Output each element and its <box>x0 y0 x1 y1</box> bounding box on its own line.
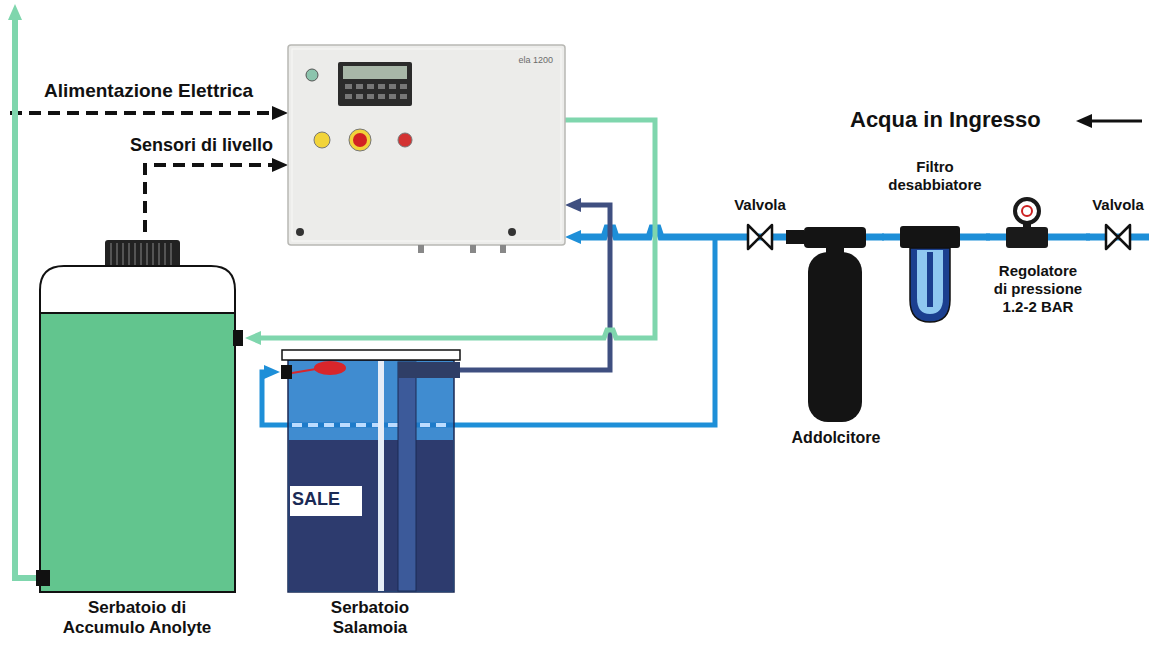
anolyte-tank-body <box>40 313 235 592</box>
softener-head <box>804 227 866 248</box>
valve: Valvola <box>732 196 788 252</box>
brine-tank-lid <box>282 350 460 360</box>
brine-inlet-nozzle <box>281 365 292 379</box>
keypad-key <box>367 94 374 99</box>
tank-cap <box>40 266 235 315</box>
filter-bowl-inner <box>917 250 943 314</box>
softener-vessel <box>808 252 862 422</box>
filter-bowl <box>910 248 950 322</box>
brine-outlet-pipe <box>398 362 460 378</box>
valve-label: Valvola <box>1090 196 1146 214</box>
display-unit <box>338 62 412 106</box>
suction-tube <box>398 362 416 591</box>
alarm-lamp <box>398 133 412 147</box>
anolyte-tank: Serbatoio di Accumulo Anolyte <box>30 232 245 648</box>
panel-housing <box>288 45 565 245</box>
anolyte-outlet-line <box>15 18 40 578</box>
filter-head <box>900 226 960 248</box>
power-supply-label: Alimentazione Elettrica <box>44 80 253 103</box>
water-inlet-label: Acqua in Ingresso <box>850 107 1041 133</box>
brine-solution <box>289 440 453 591</box>
keypad-key <box>367 84 374 89</box>
panel-bevel <box>292 49 561 241</box>
salt-label: SALE <box>292 488 356 510</box>
keypad-key <box>378 84 385 89</box>
keypad-key <box>356 94 363 99</box>
tank-inlet-nozzle <box>233 330 243 346</box>
emergency-stop-ring <box>349 129 371 151</box>
tank-outlet-nozzle <box>36 570 50 586</box>
grip-ridges <box>111 243 171 265</box>
keypad-key <box>400 94 407 99</box>
inlet-arrow <box>1090 120 1142 123</box>
start-button <box>314 132 330 148</box>
tank-caption: Serbatoio Salamoia <box>310 598 430 638</box>
model-label: ela 1200 <box>483 55 553 66</box>
panel-screw <box>508 228 516 236</box>
keypad-key <box>378 94 385 99</box>
power-lamp <box>306 69 318 81</box>
pipe-coupling <box>786 230 804 244</box>
softener-label: Addolcitore <box>790 428 882 448</box>
water-softener: Addolcitore <box>790 222 882 456</box>
regulator-body <box>1006 227 1048 248</box>
edge-label: Sensori di livello <box>128 135 275 157</box>
keypad-key <box>400 84 407 89</box>
keypad-key <box>389 94 396 99</box>
valve: Valvola <box>1090 196 1146 252</box>
float-arm <box>292 369 316 373</box>
regulator-label: Regolatore di pressione 1.2-2 BAR <box>992 262 1084 316</box>
hidden-pipe <box>292 423 452 427</box>
brine-tank: SALE Serbatoio Salamoia <box>280 348 460 648</box>
power-line <box>10 111 274 115</box>
sand-filter: Filtro desabbiatore <box>884 158 986 325</box>
keypad-key <box>356 84 363 89</box>
cable-gland <box>470 245 476 253</box>
float-valve <box>314 361 346 375</box>
cable-gland <box>500 245 506 253</box>
valve-label: Valvola <box>732 196 788 214</box>
control-panel: ela 1200 <box>288 45 565 245</box>
display-screen <box>343 66 407 79</box>
cable-gland <box>418 245 424 253</box>
hidden-pipe <box>292 423 452 427</box>
keypad-key <box>345 84 352 89</box>
emergency-stop-button <box>353 133 367 147</box>
tank-partition <box>378 361 384 591</box>
pressure-gauge <box>1015 199 1039 223</box>
pressure-regulator: Regolatore di pressione 1.2-2 BAR <box>990 190 1086 322</box>
panel-screw <box>296 228 304 236</box>
filter-cartridge <box>927 252 933 307</box>
brine-tank-body <box>288 360 454 592</box>
valve-symbol <box>1106 225 1130 249</box>
gauge-dial <box>1022 206 1032 216</box>
tank-caption: Serbatoio di Accumulo Anolyte <box>52 598 222 638</box>
salt-layer <box>290 486 362 516</box>
tank-grip <box>105 240 180 268</box>
filter-label: Filtro desabbiatore <box>884 158 986 194</box>
keypad-key <box>389 84 396 89</box>
valve-symbol <box>748 225 772 249</box>
level-sensor-line <box>145 165 274 232</box>
keypad-key <box>345 94 352 99</box>
